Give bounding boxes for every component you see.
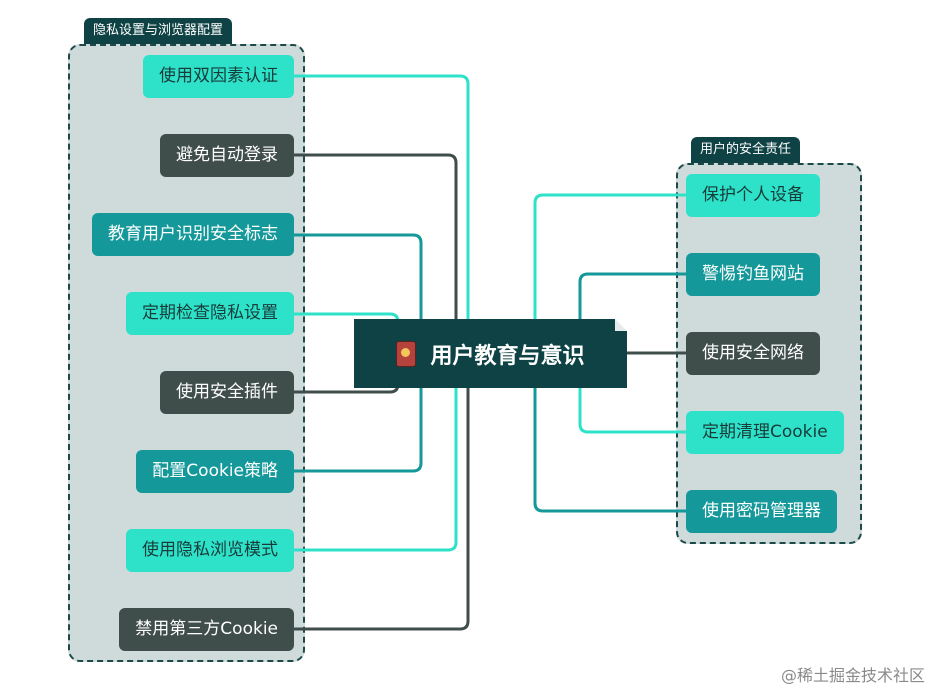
- connector-avoid-autologin: [294, 153, 458, 353]
- left-node-security-plugins[interactable]: 使用安全插件: [160, 371, 294, 414]
- central-topic-title: 用户教育与意识: [430, 343, 585, 369]
- page-fold-icon: [615, 319, 627, 331]
- right-node-password-manager[interactable]: 使用密码管理器: [686, 490, 837, 533]
- right-node-phishing[interactable]: 警惕钓鱼网站: [686, 253, 820, 296]
- left-node-private-browsing[interactable]: 使用隐私浏览模式: [126, 529, 294, 572]
- right-node-protect-devices[interactable]: 保护个人设备: [686, 174, 820, 217]
- connector-clear-cookie: [578, 353, 686, 434]
- right-node-clear-cookie[interactable]: 定期清理Cookie: [686, 411, 844, 454]
- left-node-avoid-autologin[interactable]: 避免自动登录: [160, 134, 294, 177]
- connector-phishing: [578, 272, 686, 353]
- left-node-cookie-policy[interactable]: 配置Cookie策略: [136, 450, 294, 493]
- left-node-privacy-check[interactable]: 定期检查隐私设置: [126, 292, 294, 335]
- notebook-icon: [396, 340, 417, 367]
- connector-private-browsing: [294, 353, 458, 552]
- connector-password-manager: [533, 353, 686, 513]
- connector-protect-devices: [533, 193, 686, 353]
- left-node-security-signs[interactable]: 教育用户识别安全标志: [92, 213, 294, 256]
- connector-security-signs: [294, 233, 423, 353]
- right-node-secure-network[interactable]: 使用安全网络: [686, 332, 820, 375]
- left-node-two-factor[interactable]: 使用双因素认证: [143, 55, 294, 98]
- connector-cookie-policy: [294, 353, 423, 473]
- watermark: @稀土掘金技术社区: [780, 666, 925, 685]
- connector-two-factor: [294, 74, 470, 353]
- connector-block-cookie: [294, 353, 470, 631]
- right-group-label: 用户的安全责任: [691, 137, 801, 163]
- central-topic[interactable]: 用户教育与意识: [354, 319, 627, 388]
- left-group-label: 隐私设置与浏览器配置: [84, 18, 233, 44]
- left-node-block-third-party-cookie[interactable]: 禁用第三方Cookie: [119, 608, 294, 651]
